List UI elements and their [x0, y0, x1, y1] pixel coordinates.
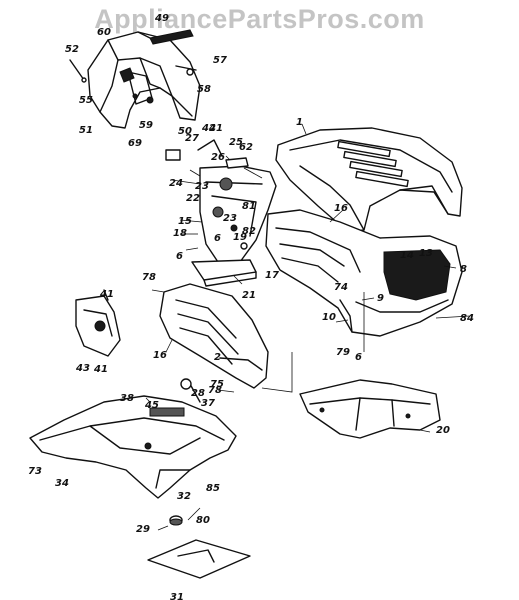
label-31: 31: [170, 592, 184, 600]
label-28: 28: [191, 388, 205, 399]
label-52: 52: [65, 44, 79, 55]
label-41c: 41: [93, 364, 108, 375]
label-9: 9: [377, 293, 384, 304]
label-37: 37: [201, 398, 215, 409]
label-75: 75: [210, 379, 224, 390]
label-22: 22: [186, 193, 200, 204]
label-6b: 6: [214, 233, 221, 244]
label-59: 59: [139, 120, 153, 131]
label-57: 57: [213, 55, 227, 66]
label-79: 79: [336, 347, 350, 358]
fender: [29, 378, 237, 499]
label-18: 18: [173, 228, 187, 239]
label-78b: 78: [208, 385, 222, 396]
front-panel: [159, 283, 269, 389]
label-6c: 6: [355, 352, 362, 363]
hood: [275, 127, 463, 233]
label-26: 26: [211, 152, 225, 163]
label-8: 8: [460, 264, 467, 275]
label-62: 62: [239, 142, 253, 153]
label-51: 51: [79, 125, 93, 136]
label-73: 73: [28, 466, 42, 477]
label-49: 49: [154, 13, 169, 24]
label-41a: 41: [208, 123, 223, 134]
side-bracket: [75, 289, 121, 357]
label-20: 20: [436, 425, 450, 436]
label-16b: 16: [153, 350, 167, 361]
watermark: AppliancePartsPros.com: [94, 4, 425, 34]
label-14: 14: [400, 250, 414, 261]
label-43: 43: [75, 363, 90, 374]
label-38: 38: [120, 393, 134, 404]
label-50: 50: [178, 126, 192, 137]
label-21: 21: [242, 290, 256, 301]
bracket-21: [191, 259, 257, 287]
label-23a: 23: [195, 181, 209, 192]
label-84: 84: [460, 313, 474, 324]
leader-lines: [145, 123, 471, 531]
part-labels: 1 2 6 6 6 8 9 10 13 14 15 16 16 17 18 19…: [28, 13, 474, 600]
nose-grille: [265, 209, 463, 337]
label-13: 13: [419, 248, 433, 259]
label-17: 17: [265, 270, 279, 281]
label-58: 58: [197, 84, 211, 95]
label-23b: 23: [223, 213, 237, 224]
label-16a: 16: [334, 203, 348, 214]
label-2: 2: [214, 352, 221, 363]
label-69: 69: [128, 138, 142, 149]
label-60: 60: [97, 27, 111, 38]
label-15: 15: [178, 216, 192, 227]
label-25: 25: [229, 137, 243, 148]
label-27: 27: [185, 133, 199, 144]
label-34: 34: [55, 478, 69, 489]
label-81: 81: [242, 201, 256, 212]
label-6a: 6: [176, 251, 183, 262]
label-32: 32: [177, 491, 191, 502]
label-85: 85: [206, 483, 220, 494]
dash-panel: [165, 139, 277, 263]
dash-assembly: [69, 29, 201, 129]
label-10: 10: [322, 312, 336, 323]
label-42: 42: [201, 123, 216, 134]
label-19: 19: [233, 232, 247, 243]
label-41b: 41: [99, 289, 114, 300]
label-78a: 78: [142, 272, 156, 283]
label-24: 24: [169, 178, 183, 189]
label-82: 82: [242, 226, 256, 237]
label-74: 74: [334, 282, 348, 293]
hood-vents: [337, 140, 409, 188]
label-80: 80: [196, 515, 210, 526]
label-29: 29: [136, 524, 150, 535]
floor-plate: [147, 515, 251, 579]
label-1: 1: [296, 117, 303, 128]
label-55: 55: [79, 95, 93, 106]
axle-bracket: [299, 379, 441, 439]
label-45: 45: [144, 400, 159, 411]
